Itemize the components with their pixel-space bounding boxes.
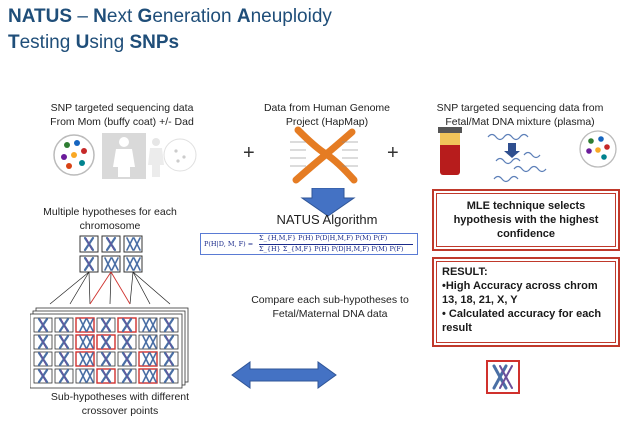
hypotheses-diagram: [30, 235, 189, 389]
subhypotheses-cells: [33, 317, 179, 384]
formula-denominator: Σ_{H} Σ_{M,F} P(H) P(D|H,M,F) P(M) P(F): [259, 245, 404, 253]
page-title: NATUS – Next Generation Aneuploidy Testi…: [8, 4, 468, 56]
double-arrow-icon: [231, 361, 337, 389]
silhouette-icon: [148, 138, 164, 177]
blood-tube-icon: [438, 127, 462, 175]
title-t: T: [8, 32, 20, 53]
title-g: G: [137, 6, 153, 27]
title-esting: esting: [19, 32, 76, 53]
title-neuploidy: neuploidy: [250, 6, 332, 27]
result-heading: RESULT:: [442, 266, 488, 278]
dna-dots-icon: [163, 138, 197, 172]
result-box: RESULT: •High Accuracy across chrom 13, …: [432, 257, 620, 347]
mom-sample-images: [53, 133, 197, 179]
caption-hapmap: Data from Human Genome Project (HapMap): [263, 102, 391, 128]
plasma-sample-images: [438, 127, 617, 183]
title-line-2: Testing Using SNPs: [8, 30, 468, 56]
result-bullet-1: •High Accuracy across chrom 13, 18, 21, …: [442, 280, 598, 306]
title-natus: NATUS: [8, 6, 73, 27]
connector-lines: [49, 271, 171, 305]
title-a: A: [236, 6, 251, 27]
chromosome-icon: [290, 126, 358, 184]
mle-text: MLE technique selects hypothesis with th…: [453, 200, 599, 240]
formula-fraction-bar: [259, 244, 413, 245]
formula-box: P(H|D, M, F) = Σ_{H,M,F} P(H) P(D|H,M,F)…: [200, 233, 418, 255]
dna-strand-icon: [487, 133, 547, 183]
plus-sign-1: +: [243, 142, 255, 164]
silhouette-icon: [102, 133, 146, 179]
title-u: U: [75, 32, 90, 53]
algorithm-label: NATUS Algorithm: [276, 212, 378, 227]
mle-box: MLE technique selects hypothesis with th…: [432, 189, 620, 251]
dna-dots-icon: [579, 130, 617, 168]
title-dash: –: [72, 6, 94, 27]
caption-plasma: SNP targeted sequencing data from Fetal/…: [436, 102, 604, 128]
title-n: N: [93, 6, 107, 27]
caption-subhypotheses: Sub-hypotheses with different crossover …: [50, 391, 190, 417]
arrow-icon: [504, 143, 520, 158]
formula-numerator: Σ_{H,M,F} P(H) P(D|H,M,F) P(M) P(F): [259, 234, 388, 242]
result-bullet-2: • Calculated accuracy for each result: [442, 308, 602, 334]
title-snps: SNPs: [129, 32, 180, 53]
down-arrow-icon: [300, 188, 356, 217]
result-chromosome-icon: [486, 360, 520, 394]
hypothesis-row-2: [79, 255, 143, 273]
dna-dots-icon: [53, 134, 95, 176]
hypothesis-row-1: [79, 235, 143, 253]
caption-compare: Compare each sub-hypotheses to Fetal/Mat…: [251, 294, 409, 320]
plus-sign-2: +: [387, 142, 399, 164]
caption-hypotheses: Multiple hypotheses for each chromosome: [43, 206, 177, 232]
title-sing: sing: [89, 32, 130, 53]
connector-lines-red: [89, 271, 131, 305]
title-ext: ext: [106, 6, 138, 27]
caption-mom: SNP targeted sequencing data From Mom (b…: [50, 102, 194, 128]
formula-lhs: P(H|D, M, F) =: [204, 240, 254, 248]
title-eneration: eneration: [152, 6, 237, 27]
title-line-1: NATUS – Next Generation Aneuploidy: [8, 4, 468, 30]
